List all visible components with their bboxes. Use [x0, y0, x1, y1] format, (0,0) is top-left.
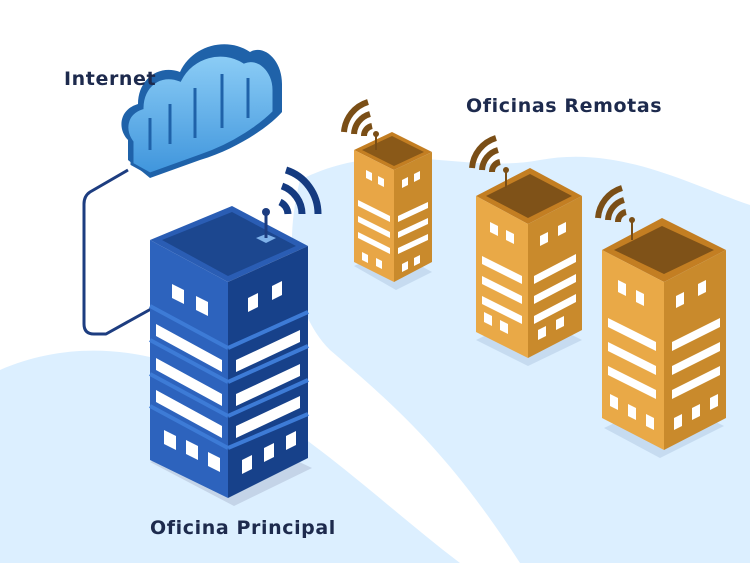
- cloud-icon: [121, 44, 282, 178]
- building-icon-remote-2: [469, 135, 582, 366]
- network-cable: [82, 168, 161, 336]
- main-office-label: Oficina Principal: [150, 517, 336, 539]
- building-icon-remote-3: [595, 185, 726, 458]
- remote-offices-label: Oficinas Remotas: [466, 95, 663, 117]
- building-icon-remote-1: [341, 99, 432, 290]
- wifi-signal-icon: [278, 166, 322, 215]
- internet-label: Internet: [64, 68, 157, 90]
- building-icon-main: [149, 166, 322, 506]
- antenna-icon: [256, 208, 276, 243]
